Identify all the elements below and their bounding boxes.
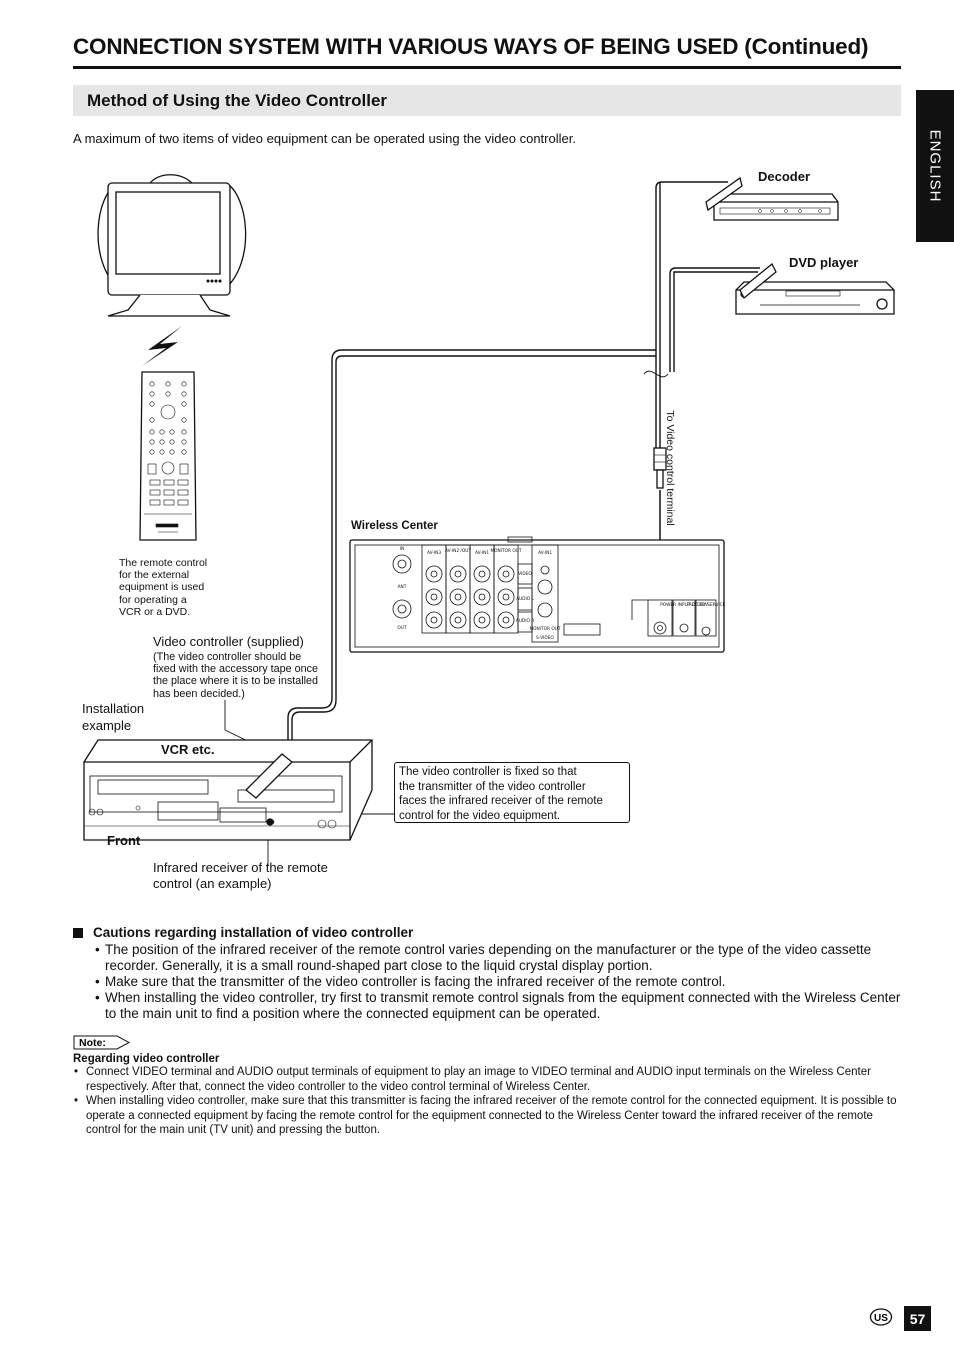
note-tag-label: Note: [79, 1037, 106, 1049]
panel-label-audio-l: AUDIO L [516, 596, 534, 602]
note-tag: Note: [73, 1035, 131, 1050]
caution-item: When installing the video controller, tr… [95, 990, 901, 1022]
cautions-section: Cautions regarding installation of video… [73, 925, 901, 1022]
caution-item: Make sure that the transmitter of the vi… [95, 974, 901, 990]
panel-label-av-in1: AV-IN1 [475, 550, 489, 556]
vc-terminal-label: To Video control terminal [664, 409, 676, 526]
language-tab: ENGLISH [916, 90, 954, 242]
vcr-illustration [83, 739, 373, 841]
vc-note: (The video controller should be fixed wi… [153, 651, 319, 700]
decoder-label: Decoder [758, 169, 811, 184]
page-number: 57 [910, 1311, 926, 1327]
panel-label-monitor-out-b: MONITOR OUT [529, 626, 560, 632]
connection-diagram: IN ANT OUT AV-IN3 AV-IN2 /OUT AV-IN1 MON… [83, 174, 895, 866]
intro-text: A maximum of two items of video equipmen… [73, 131, 576, 146]
section-bar [73, 85, 901, 116]
panel-label-av-in3: AV-IN3 [427, 550, 441, 556]
video-controller-cables [287, 181, 760, 760]
panel-label-audio-r: AUDIO R [516, 618, 534, 624]
dvd-player-illustration [735, 262, 895, 315]
lightning-icon [142, 326, 182, 366]
note-item: When installing video controller, make s… [74, 1094, 901, 1138]
cautions-title: Cautions regarding installation of video… [73, 925, 901, 940]
notes-section: Regarding video controller Connect VIDEO… [73, 1053, 901, 1138]
remote-control-illustration [139, 371, 197, 541]
region-badge: US [874, 1313, 888, 1324]
page-title: CONNECTION SYSTEM WITH VARIOUS WAYS OF B… [73, 34, 869, 59]
wireless-center-label: Wireless Center [351, 520, 438, 532]
callout-box: The video controller is fixed so that th… [394, 762, 630, 823]
panel-label-av-in1-b: AV-IN1 [538, 550, 552, 556]
vc-title: Video controller (supplied) [153, 634, 304, 649]
decoder-illustration [705, 176, 839, 221]
note-item: Connect VIDEO terminal and AUDIO output … [74, 1065, 901, 1094]
page-badge: US 57 [869, 1306, 931, 1331]
panel-label-av-in2-out: AV-IN2 /OUT [445, 548, 471, 554]
panel-label-s-video: S-VIDEO [536, 635, 554, 641]
panel-label-factory-service: FACTORY SERVICE [687, 602, 726, 608]
dvd-player-label: DVD player [789, 255, 859, 270]
panel-label-out: OUT [397, 625, 407, 631]
panel-label-ant: ANT [398, 584, 407, 590]
language-tab-label: ENGLISH [926, 129, 944, 203]
title-rule [73, 66, 901, 69]
panel-label-monitor-out: MONITOR OUT [490, 548, 521, 554]
ir-receiver-label: Infrared receiver of the remote control … [153, 860, 328, 891]
section-title: Method of Using the Video Controller [87, 91, 388, 110]
panel-label-power-input: POWER INPUT DC 12V [660, 602, 708, 608]
caution-item: The position of the infrared receiver of… [95, 942, 901, 974]
tv-illustration [97, 174, 247, 317]
panel-label-in: IN [400, 546, 404, 552]
installation-example-label: Installation example [82, 701, 145, 733]
wireless-center-panel [349, 536, 725, 653]
front-label: Front [107, 833, 141, 848]
vcr-label: VCR etc. [161, 742, 215, 757]
notes-title: Regarding video controller [73, 1053, 220, 1065]
panel-label-video: VIDEO [518, 571, 532, 577]
remote-note: The remote control for the external equi… [119, 557, 208, 618]
